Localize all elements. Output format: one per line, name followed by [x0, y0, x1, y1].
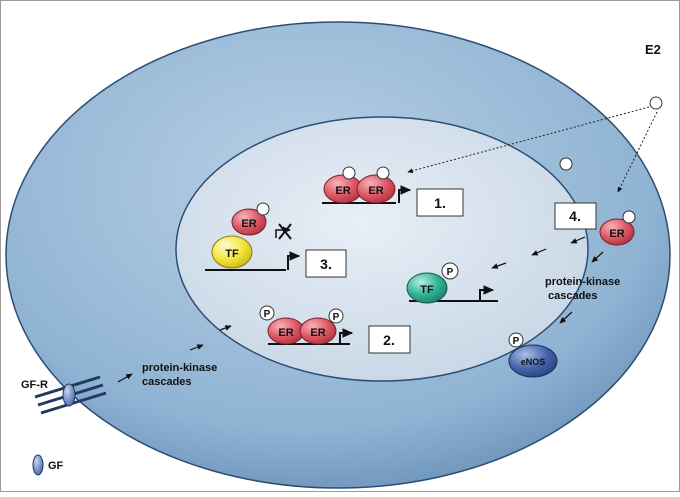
phosphate-icon [328, 308, 344, 324]
pathway-3-complex: TF ER [205, 202, 301, 271]
receptor-core [62, 383, 76, 407]
e2-ligand [342, 166, 356, 180]
er-label: ER [241, 218, 256, 230]
er-receptor-membrane [599, 218, 635, 246]
e2-label: E2 [645, 42, 661, 57]
cascade-arrow [559, 311, 573, 324]
transcription-arrow [339, 328, 354, 344]
enos-label: eNOS [521, 357, 546, 367]
e2-ligand [622, 210, 636, 224]
e2-ligand [256, 202, 270, 216]
er-receptor [231, 208, 267, 236]
enos-protein [508, 344, 558, 378]
cascade-arrow [491, 262, 507, 269]
er-receptor [356, 174, 396, 204]
phosphate-label: P [513, 336, 520, 347]
er-label: ER [278, 327, 293, 339]
pathway-1-complex: ER ER [322, 166, 412, 204]
tf-teal [406, 272, 448, 304]
cascade-arrow [591, 251, 604, 263]
pathway-1-label: 1. [434, 195, 446, 211]
cascade-arrow [117, 373, 133, 383]
cascade-arrow [531, 248, 547, 256]
cascade-right-line2: cascades [548, 290, 598, 302]
phospho-tf-complex: TF P [406, 262, 498, 304]
e2-ligand-cytoplasm [559, 157, 573, 171]
transcription-arrow [287, 251, 301, 270]
phosphate-label: P [333, 312, 340, 323]
cascade-right-line1: protein-kinase [545, 276, 620, 288]
phosphate-icon [508, 332, 524, 348]
pathway-2-box [368, 325, 411, 354]
er-label: ER [368, 185, 383, 197]
pathway-4-label: 4. [569, 208, 581, 224]
pathway-4-box [554, 202, 597, 230]
nucleus [175, 116, 589, 382]
er-label: ER [335, 185, 350, 197]
cascade-arrow [189, 344, 204, 351]
cascade-arrow [570, 236, 586, 244]
pathway-2-label: 2. [383, 332, 395, 348]
transcription-arrow [479, 285, 495, 301]
tf-yellow [211, 235, 253, 269]
phosphate-label: P [447, 267, 454, 278]
block-cross-icon [278, 223, 292, 240]
pathway-1-box [416, 188, 464, 217]
pathway-2-complex: ER ER P P [259, 305, 354, 345]
e2-path-to-membrane [617, 111, 658, 193]
e2-ligand [376, 166, 390, 180]
e2-path-to-nucleus [407, 106, 650, 174]
phosphate-icon [441, 262, 459, 280]
cascade-arrow [219, 325, 232, 331]
er-label: ER [609, 228, 624, 240]
phosphate-icon [259, 305, 275, 321]
cascade-left-line2: cascades [142, 376, 192, 388]
er-label: ER [310, 327, 325, 339]
tf-label: TF [225, 248, 239, 260]
e2-ligand [649, 96, 663, 110]
transcription-arrow [398, 185, 412, 203]
phosphate-label: P [264, 309, 271, 320]
gf-receptor [34, 375, 107, 415]
er-receptor [299, 317, 337, 345]
pathway-3-box [305, 249, 347, 278]
tf-label: TF [420, 284, 434, 296]
cascade-left-line1: protein-kinase [142, 362, 217, 374]
gf-receptor-label: GF-R [21, 379, 48, 391]
pathway-3-label: 3. [320, 256, 332, 272]
gf-label: GF [48, 460, 64, 472]
gf-ligand-icon [32, 454, 44, 476]
